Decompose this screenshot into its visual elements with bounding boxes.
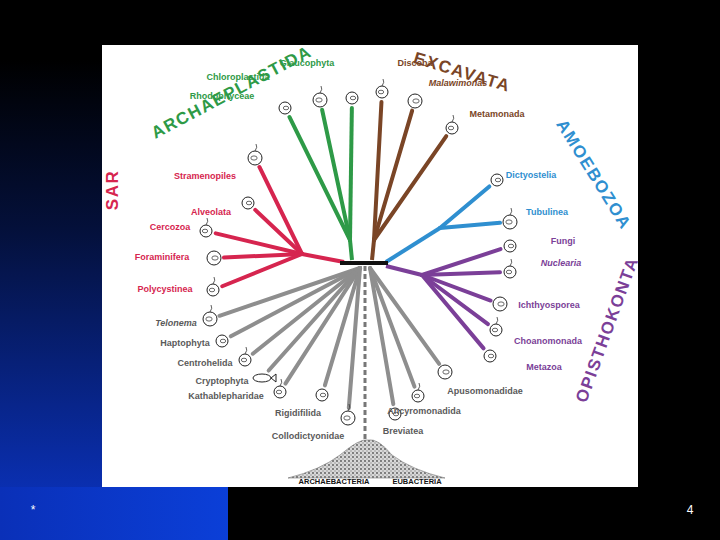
organism-sketch — [248, 144, 262, 165]
organism-sketch — [200, 218, 212, 237]
organism-sketch — [203, 305, 217, 326]
branch-line — [285, 268, 360, 384]
clade-label: Foraminifera — [135, 253, 190, 263]
prokaryote-mound — [288, 440, 445, 478]
branch-line — [374, 111, 412, 240]
clade-label: Glaucophyta — [280, 59, 335, 69]
clade-label: Cercozoa — [150, 223, 191, 233]
clade-label: Rhodophyceae — [190, 92, 255, 102]
organism-sketch — [484, 350, 496, 362]
branch-stem — [302, 254, 344, 262]
group-name: SAR — [104, 170, 123, 210]
clade-label: Dictyostelia — [506, 171, 557, 181]
organism-sketch — [313, 86, 327, 107]
clade-label: Ichthyosporea — [518, 301, 580, 311]
organism-sketch — [216, 335, 228, 347]
blue-band — [0, 60, 102, 540]
clade-label: Chloroplastida — [206, 73, 269, 83]
trunk-line — [364, 266, 367, 442]
branch-line — [422, 272, 500, 275]
clade-label: Metazoa — [526, 363, 562, 373]
clade-label: Discoba — [397, 59, 432, 69]
organism-sketch — [412, 383, 424, 402]
organism-sketch — [242, 197, 254, 209]
organism-sketch — [491, 174, 503, 186]
organism-sketch — [207, 251, 221, 265]
organism-sketch — [504, 259, 516, 278]
clade-label: Cryptophyta — [195, 377, 248, 387]
clade-label: Alveolata — [191, 208, 231, 218]
bacteria-label: ARCHAEBACTERIA — [299, 478, 370, 486]
branch-line — [289, 117, 350, 240]
branch-line — [440, 186, 489, 228]
organism-sketch — [376, 79, 388, 98]
clade-label: Metamonada — [469, 110, 524, 120]
organism-sketch — [274, 379, 286, 398]
organism-sketch — [341, 404, 355, 425]
branch-line — [322, 110, 350, 240]
branch-line — [374, 136, 446, 240]
organism-sketch — [207, 277, 219, 296]
organism-sketch — [408, 94, 422, 108]
slide-mark: 4 — [687, 504, 694, 517]
clade-label: Rigidifilida — [275, 409, 321, 419]
branch-line — [370, 268, 439, 364]
clade-label: Kathablepharidae — [188, 392, 264, 402]
clade-label: Nuclearia — [541, 259, 582, 269]
branch-stem — [350, 240, 352, 260]
branch-stem — [372, 240, 374, 260]
slide-mark: * — [31, 504, 36, 517]
branch-line — [370, 268, 393, 404]
clade-label: Apusomonadidae — [447, 387, 523, 397]
organism-sketch — [346, 92, 358, 104]
organism-sketch — [503, 208, 517, 229]
organism-sketch — [239, 347, 251, 366]
branch-line — [440, 223, 500, 228]
clade-label: Stramenopiles — [174, 172, 236, 182]
branch-line — [253, 268, 360, 354]
clade-label: Haptophyta — [160, 339, 210, 349]
branch-stem — [386, 228, 440, 262]
organism-sketch — [316, 389, 328, 401]
clade-label: Breviatea — [383, 427, 424, 437]
branch-line — [422, 275, 484, 348]
organism-sketch — [279, 102, 291, 114]
branch-line — [222, 254, 302, 286]
clade-label: Tubulinea — [526, 208, 568, 218]
branch-line — [422, 249, 501, 275]
organism-sketch — [504, 240, 516, 252]
clade-label: Choanomonada — [514, 337, 582, 347]
organism-sketch — [253, 374, 276, 382]
branch-line — [216, 233, 302, 254]
clade-label: Malawimonas — [429, 79, 488, 89]
clade-label: Centrohelida — [177, 359, 232, 369]
branch-line — [370, 268, 414, 387]
organism-sketch — [490, 317, 502, 336]
organism-sketch — [493, 297, 507, 311]
clade-label: Collodictyonidae — [272, 432, 345, 442]
clade-label: Ancyromonadida — [387, 407, 461, 417]
clade-label: Polycystinea — [137, 285, 192, 295]
branch-line — [259, 167, 302, 254]
branch-line — [350, 108, 352, 240]
branch-stem — [386, 266, 422, 275]
organism-sketch — [446, 115, 458, 134]
blue-footer — [0, 487, 228, 540]
bacteria-label: EUBACTERIA — [392, 478, 441, 486]
clade-label: Telonema — [155, 319, 197, 329]
organism-sketch — [438, 365, 452, 379]
clade-label: Fungi — [551, 237, 576, 247]
branch-line — [349, 268, 360, 408]
root-bar — [340, 261, 388, 265]
